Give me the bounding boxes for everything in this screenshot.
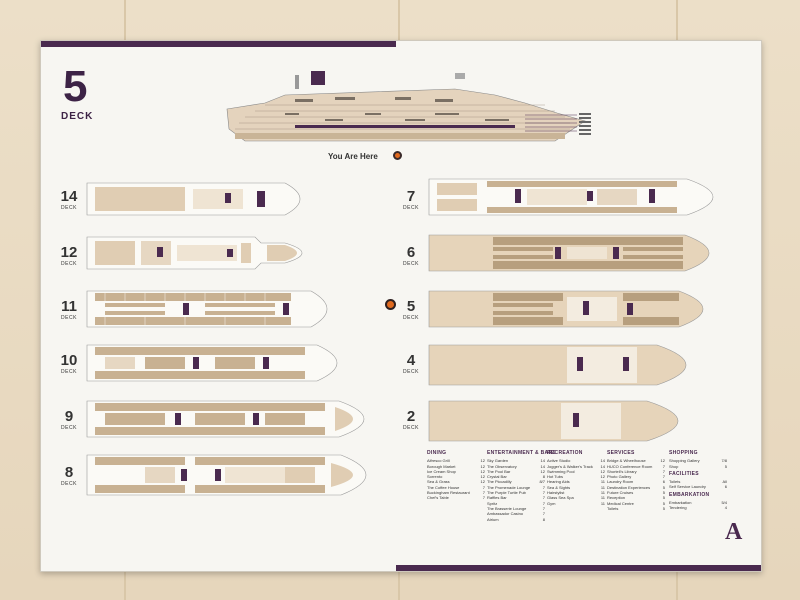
deck-plan-14 [86, 182, 301, 216]
you-are-here-label: You Are Here [328, 152, 378, 161]
current-deck-word: DECK [61, 111, 94, 122]
deck-plan-6 [428, 234, 710, 272]
deck-plan-2 [428, 400, 679, 442]
ship-side-profile [226, 71, 591, 142]
deck-plan-4 [428, 344, 687, 386]
brand-logo: A [725, 519, 743, 545]
current-deck-marker [385, 299, 396, 310]
deck-plan-12 [86, 236, 303, 270]
deck-plan-10 [86, 344, 338, 382]
top-accent-stripe [41, 41, 396, 47]
deck-plan-11 [86, 290, 328, 328]
deck-plan-board: 5 DECK You Are Here [40, 40, 762, 572]
deck-plan-8 [86, 454, 367, 496]
bottom-accent-stripe [396, 565, 761, 571]
deck-plan-5 [428, 290, 704, 328]
deck-plan-9 [86, 400, 365, 438]
current-deck-number: 5 [63, 62, 88, 111]
you-are-here-marker [393, 151, 402, 160]
deck-plan-7 [428, 178, 714, 216]
